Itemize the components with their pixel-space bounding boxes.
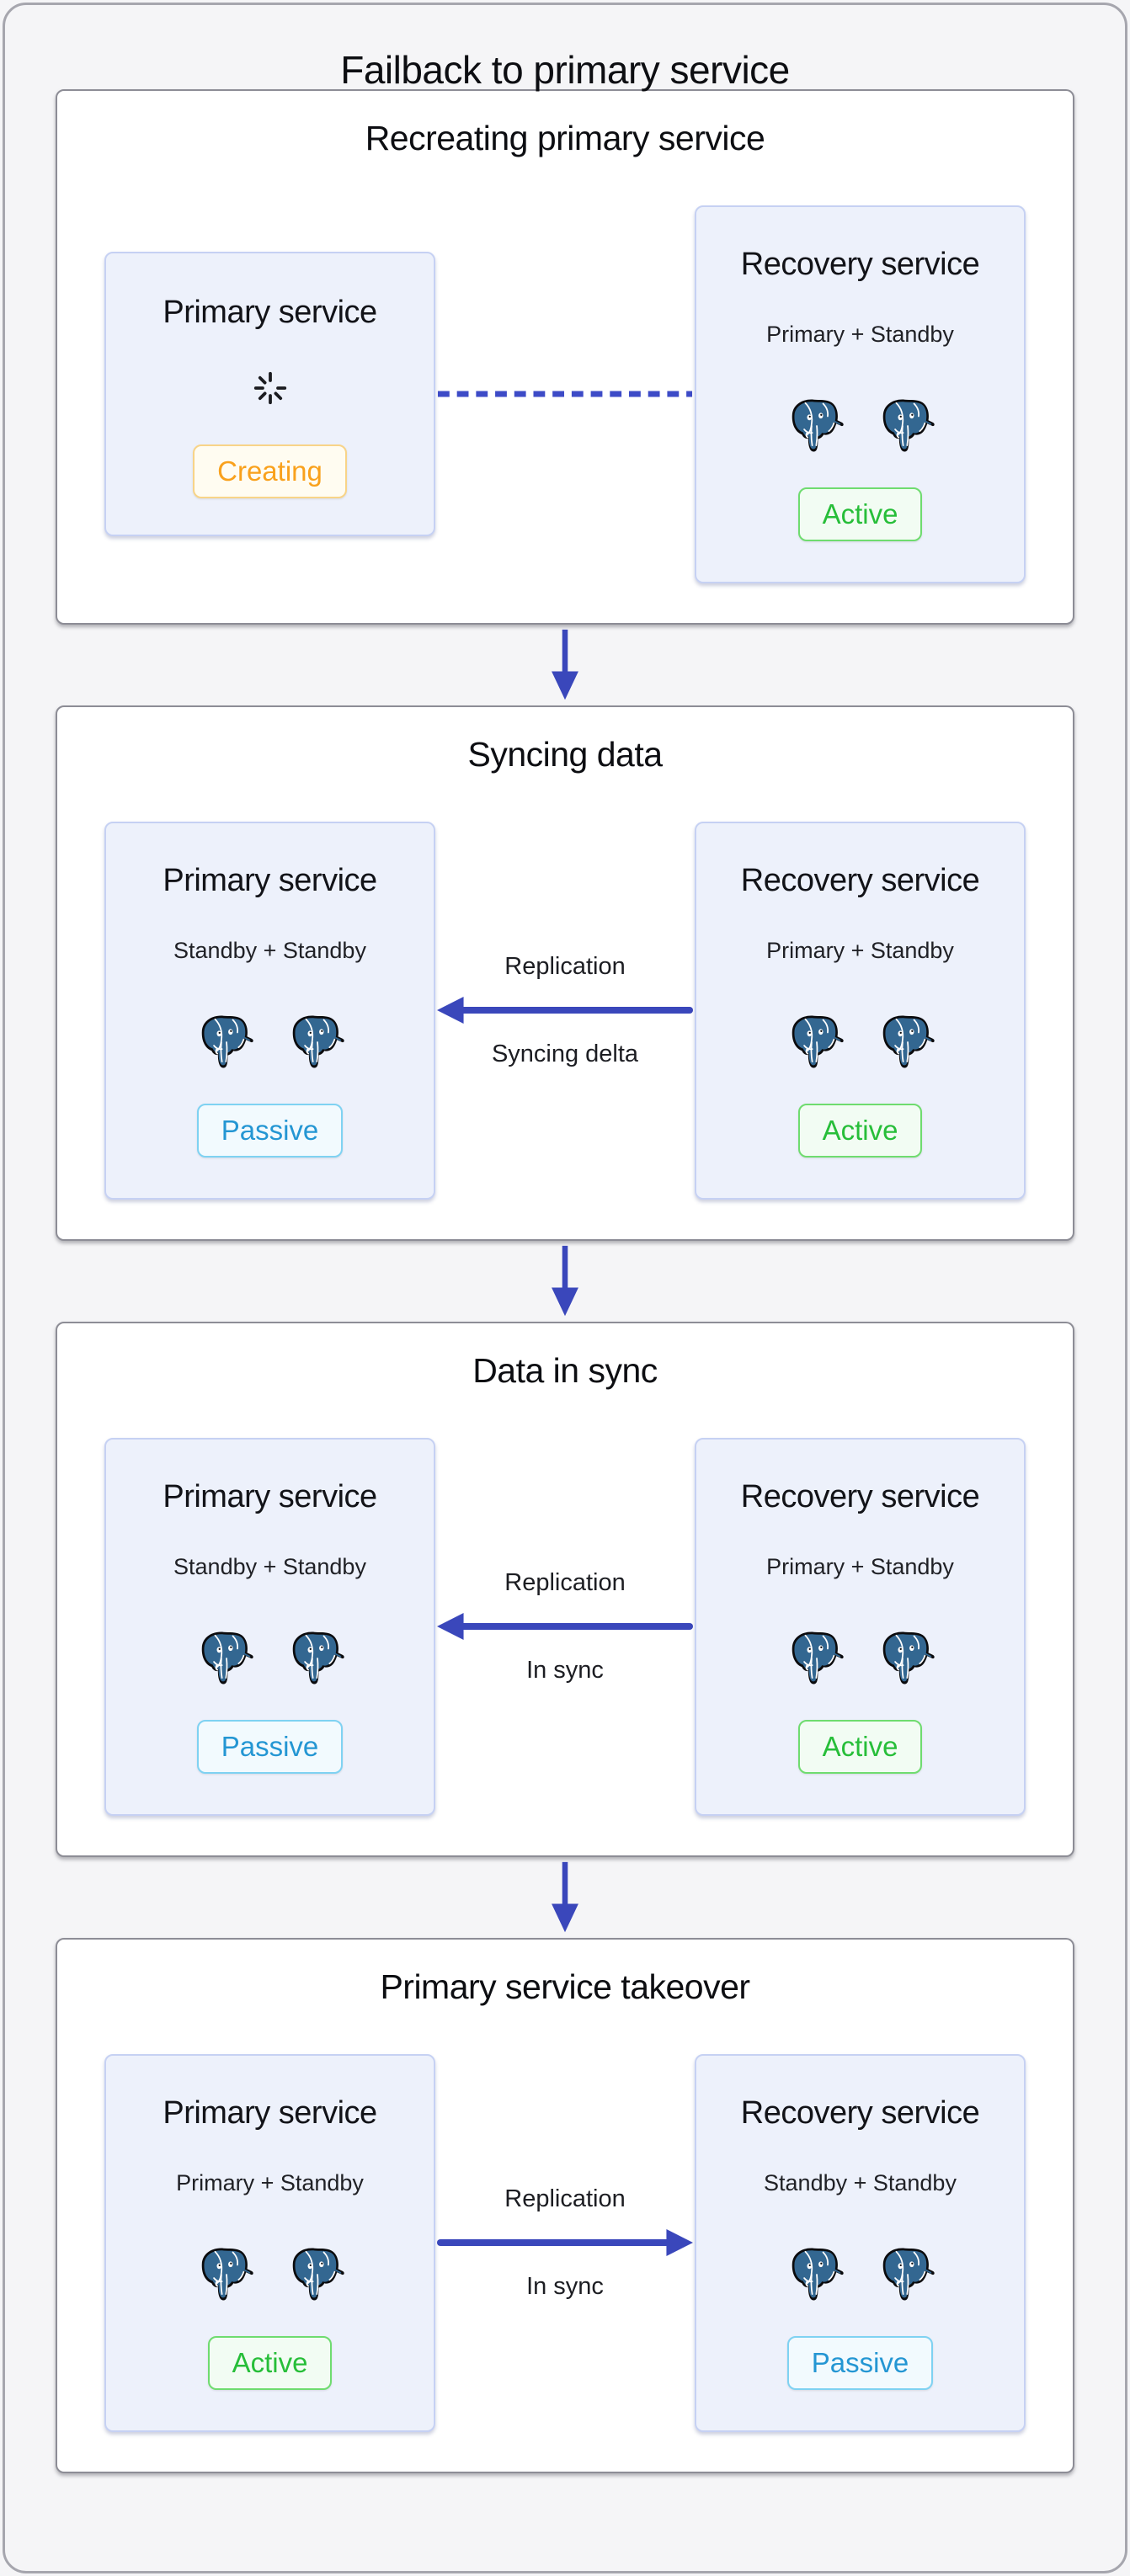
- down-arrow-icon: [552, 1245, 578, 1317]
- connector-replication: Replication Syncing delta: [435, 822, 695, 1199]
- postgresql-elephant-icon: [877, 2246, 935, 2303]
- card-subtitle: Primary + Standby: [766, 1553, 954, 1579]
- status-badge: Passive: [196, 1719, 344, 1774]
- postgresql-elephant-icon: [196, 1014, 253, 1071]
- postgresql-elephant-icon: [287, 1014, 344, 1071]
- recovery-service-card: Recovery service Primary + Standby Activ…: [695, 821, 1026, 1200]
- sync-state-label: In sync: [526, 2273, 604, 2300]
- status-badge: Passive: [786, 2335, 934, 2390]
- section-heading: Recreating primary service: [365, 119, 765, 157]
- section-heading: Data in sync: [472, 1351, 658, 1390]
- connector-pending: [435, 205, 695, 583]
- recovery-service-card: Recovery service Primary + Standby Activ…: [695, 205, 1026, 583]
- dashed-line-icon: [437, 391, 693, 397]
- status-badge: Active: [797, 1719, 923, 1774]
- card-title: Recovery service: [740, 2094, 980, 2131]
- down-arrow-icon: [552, 629, 578, 700]
- database-node-group: [786, 1630, 935, 1687]
- card-title: Recovery service: [740, 246, 980, 282]
- postgresql-elephant-icon: [877, 397, 935, 455]
- replication-label: Replication: [504, 2185, 626, 2212]
- flow-gap: [56, 1241, 1074, 1322]
- left-arrow-icon: [436, 1613, 694, 1640]
- replication-label: Replication: [504, 953, 626, 980]
- postgresql-elephant-icon: [786, 2246, 844, 2303]
- card-subtitle: Primary + Standby: [766, 937, 954, 963]
- database-node-group: [196, 1014, 344, 1071]
- postgresql-elephant-icon: [196, 2246, 253, 2303]
- card-subtitle: Standby + Standby: [173, 1553, 366, 1579]
- postgresql-elephant-icon: [287, 2246, 344, 2303]
- left-arrow-icon: [436, 997, 694, 1024]
- sync-state-label: Syncing delta: [491, 1041, 639, 1067]
- recovery-service-card: Recovery service Standby + Standby Passi…: [695, 2053, 1026, 2432]
- section-row: Primary service Creating: [104, 205, 1026, 583]
- section-data-in-sync: Data in sync Primary service Standby + S…: [56, 1322, 1074, 1857]
- connector-replication: Replication In sync: [435, 2054, 695, 2431]
- flow-gap: [56, 1857, 1074, 1938]
- primary-service-card: Primary service Standby + Standby Passiv…: [104, 821, 435, 1200]
- section-row: Primary service Primary + Standby Active…: [104, 2053, 1026, 2432]
- card-title: Primary service: [163, 2094, 377, 2131]
- connector-replication: Replication In sync: [435, 1438, 695, 1815]
- sections-column: Recreating primary service Primary servi…: [56, 89, 1074, 2473]
- database-node-group: [196, 1630, 344, 1687]
- card-title: Primary service: [163, 1478, 377, 1514]
- right-arrow-icon: [436, 2229, 694, 2256]
- status-badge: Active: [797, 1103, 923, 1158]
- status-badge: Creating: [193, 444, 347, 498]
- postgresql-elephant-icon: [877, 1014, 935, 1071]
- database-node-group: [786, 397, 935, 455]
- database-node-group: [786, 1014, 935, 1071]
- database-node-group: [196, 2246, 344, 2303]
- recovery-service-card: Recovery service Primary + Standby Activ…: [695, 1437, 1026, 1816]
- card-subtitle: Primary + Standby: [176, 2169, 364, 2195]
- primary-service-card: Primary service Standby + Standby Passiv…: [104, 1437, 435, 1816]
- card-title: Recovery service: [740, 1478, 980, 1514]
- card-title: Primary service: [163, 295, 377, 330]
- card-subtitle: Primary + Standby: [766, 321, 954, 347]
- postgresql-elephant-icon: [786, 1630, 844, 1687]
- postgresql-elephant-icon: [877, 1630, 935, 1687]
- sync-state-label: In sync: [526, 1657, 604, 1684]
- section-heading: Syncing data: [467, 735, 663, 774]
- section-heading: Primary service takeover: [380, 1967, 750, 2006]
- section-syncing-data: Syncing data Primary service Standby + S…: [56, 705, 1074, 1241]
- section-row: Primary service Standby + Standby Passiv…: [104, 1437, 1026, 1816]
- status-badge: Active: [207, 2335, 333, 2390]
- status-badge: Active: [797, 487, 923, 541]
- status-badge: Passive: [196, 1103, 344, 1158]
- postgresql-elephant-icon: [196, 1630, 253, 1687]
- database-node-group: [786, 2246, 935, 2303]
- card-subtitle: Standby + Standby: [173, 937, 366, 963]
- card-subtitle: Standby + Standby: [764, 2169, 957, 2195]
- card-title: Recovery service: [740, 862, 980, 898]
- postgresql-elephant-icon: [786, 397, 844, 455]
- flow-gap: [56, 625, 1074, 705]
- card-title: Primary service: [163, 862, 377, 898]
- section-primary-service-takeover: Primary service takeover Primary service…: [56, 1938, 1074, 2473]
- postgresql-elephant-icon: [287, 1630, 344, 1687]
- down-arrow-icon: [552, 1861, 578, 1933]
- spinner-icon: [253, 371, 286, 405]
- replication-label: Replication: [504, 1569, 626, 1596]
- section-recreating-primary-service: Recreating primary service Primary servi…: [56, 89, 1074, 625]
- primary-service-card: Primary service Primary + Standby Active: [104, 2053, 435, 2432]
- primary-service-card: Primary service Creating: [104, 252, 435, 536]
- postgresql-elephant-icon: [786, 1014, 844, 1071]
- section-row: Primary service Standby + Standby Passiv…: [104, 821, 1026, 1200]
- page-title: Failback to primary service: [340, 48, 790, 92]
